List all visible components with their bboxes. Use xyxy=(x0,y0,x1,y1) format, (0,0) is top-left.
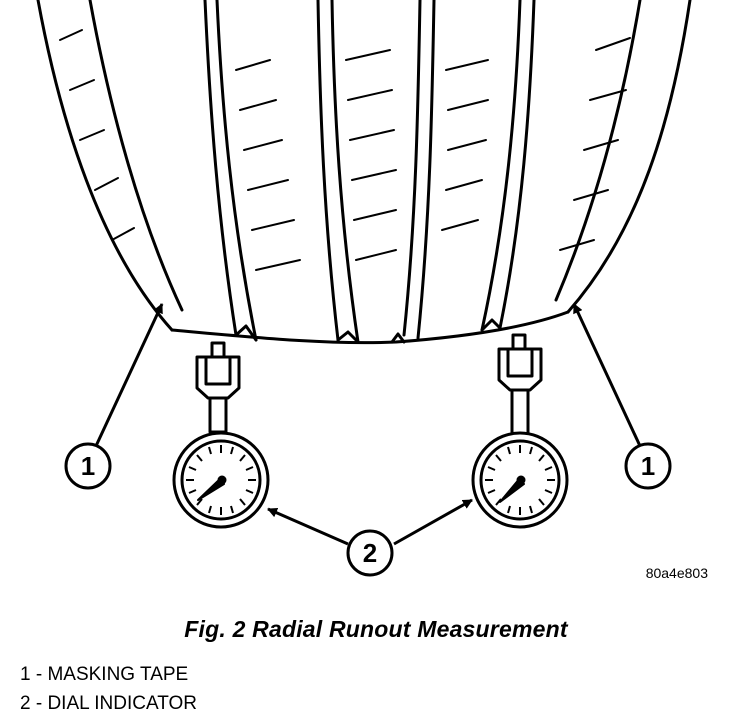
tire-right-sidewall xyxy=(566,0,692,314)
arrow-2-left xyxy=(267,507,349,546)
dial-indicator-left xyxy=(172,341,270,529)
figure-code: 80a4e803 xyxy=(646,565,709,581)
tire-left-shoulder xyxy=(88,0,184,312)
callout-1-left: 1 xyxy=(64,442,112,490)
callout-1-right-label: 1 xyxy=(641,451,655,481)
callout-1-left-label: 1 xyxy=(81,451,95,481)
callout-2-label: 2 xyxy=(363,538,377,568)
arrow-1-left xyxy=(94,303,164,447)
radial-runout-diagram: 1 1 2 80a4e803 xyxy=(36,0,709,581)
arrow-1-right xyxy=(572,303,642,447)
tire-contact-edge xyxy=(170,310,570,345)
tire xyxy=(36,0,692,345)
callout-2: 2 xyxy=(346,529,394,577)
legend: 1 - MASKING TAPE 2 - DIAL INDICATOR xyxy=(20,660,197,718)
tread-sipes xyxy=(59,29,631,271)
dial-ticks-left xyxy=(186,445,256,515)
leader-arrows xyxy=(94,303,642,546)
dial-indicator-right xyxy=(471,333,569,529)
tire-left-sidewall xyxy=(36,0,174,332)
dial-ticks-right xyxy=(485,445,555,515)
tire-right-shoulder xyxy=(554,0,642,302)
arrow-2-right xyxy=(393,498,473,546)
callout-1-right: 1 xyxy=(624,442,672,490)
figure-caption: Fig. 2 Radial Runout Measurement xyxy=(184,616,568,642)
legend-item-dial-indicator: 2 - DIAL INDICATOR xyxy=(20,693,198,714)
legend-item-masking-tape: 1 - MASKING TAPE xyxy=(20,664,189,685)
